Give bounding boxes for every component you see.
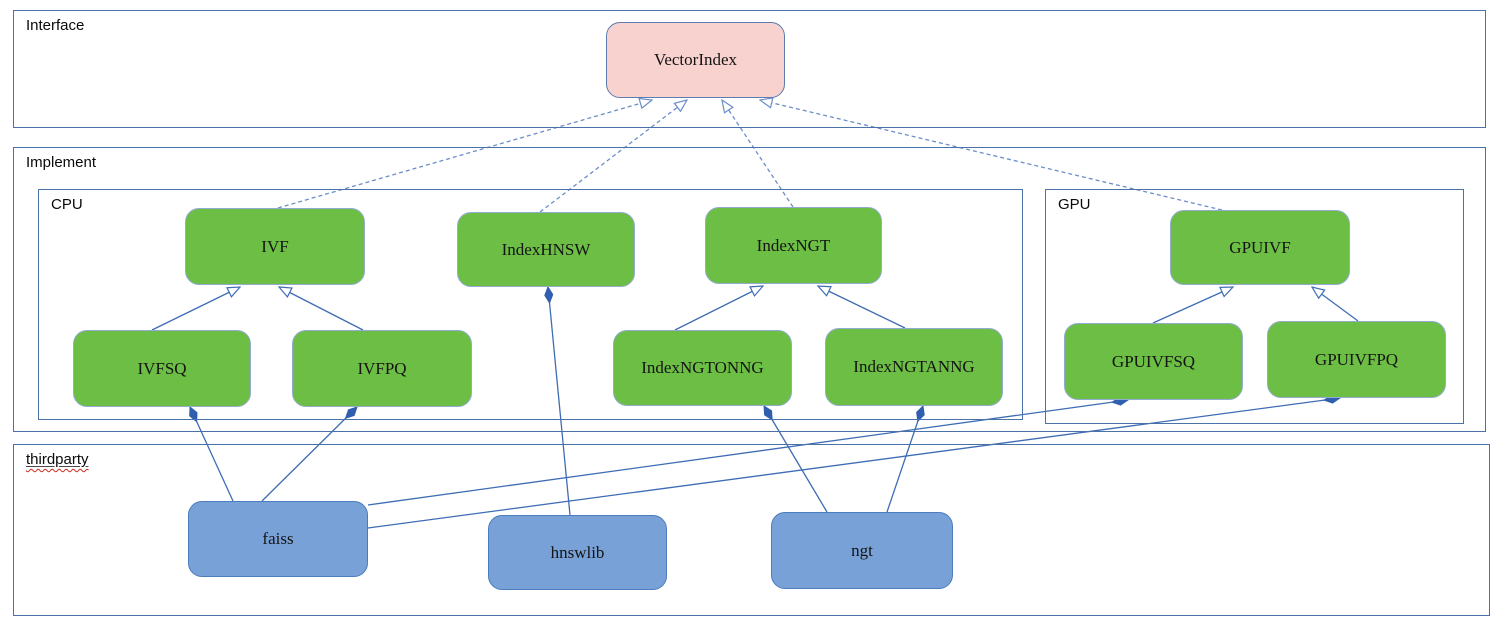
node-label: GPUIVFSQ <box>1111 351 1196 371</box>
node-label: ngt <box>851 540 873 560</box>
node-label: IVFPQ <box>357 358 407 378</box>
container-label-cpu: CPU <box>51 196 83 213</box>
container-gpu[interactable]: GPU <box>1045 189 1464 424</box>
node-IVFPQ[interactable]: IVFPQ <box>292 330 472 407</box>
node-label: GPUIVF <box>1229 237 1291 257</box>
container-label-interface: Interface <box>26 17 85 34</box>
misspelled-word: thirdparty <box>26 451 89 468</box>
node-label: IndexNGT <box>756 235 831 255</box>
node-IndexNGT[interactable]: IndexNGT <box>705 207 882 284</box>
node-GPUIVF[interactable]: GPUIVF <box>1170 210 1350 285</box>
node-IndexNGTONNG[interactable]: IndexNGTONNG <box>613 330 792 406</box>
node-IVF[interactable]: IVF <box>185 208 365 285</box>
node-label: IVFSQ <box>137 358 187 378</box>
node-VectorIndex[interactable]: VectorIndex <box>606 22 785 98</box>
node-hnswlib[interactable]: hnswlib <box>488 515 667 590</box>
container-label-implement: Implement <box>26 154 97 171</box>
node-label: hnswlib <box>550 542 605 562</box>
container-cpu[interactable]: CPU <box>38 189 1023 420</box>
node-faiss[interactable]: faiss <box>188 501 368 577</box>
node-label: IndexNGTANNG <box>853 357 975 376</box>
node-label: faiss <box>262 529 294 548</box>
node-label: IndexNGTONNG <box>641 358 764 377</box>
node-IndexNGTANNG[interactable]: IndexNGTANNG <box>825 328 1003 406</box>
node-label: GPUIVFPQ <box>1314 349 1399 369</box>
node-ngt[interactable]: ngt <box>771 512 953 589</box>
node-label: VectorIndex <box>653 50 738 69</box>
container-interface[interactable]: Interface <box>13 10 1486 128</box>
node-IndexHNSW[interactable]: IndexHNSW <box>457 212 635 287</box>
node-GPUIVFSQ[interactable]: GPUIVFSQ <box>1064 323 1243 400</box>
node-IVFSQ[interactable]: IVFSQ <box>73 330 251 407</box>
container-label-gpu: GPU <box>1058 196 1091 213</box>
node-label: IVF <box>261 236 289 256</box>
container-label-thirdparty: thirdparty <box>26 451 89 468</box>
node-GPUIVFPQ[interactable]: GPUIVFPQ <box>1267 321 1446 398</box>
container-implement[interactable]: Implement <box>13 147 1486 432</box>
container-thirdparty[interactable]: thirdparty <box>13 444 1490 616</box>
node-label: IndexHNSW <box>501 239 591 259</box>
